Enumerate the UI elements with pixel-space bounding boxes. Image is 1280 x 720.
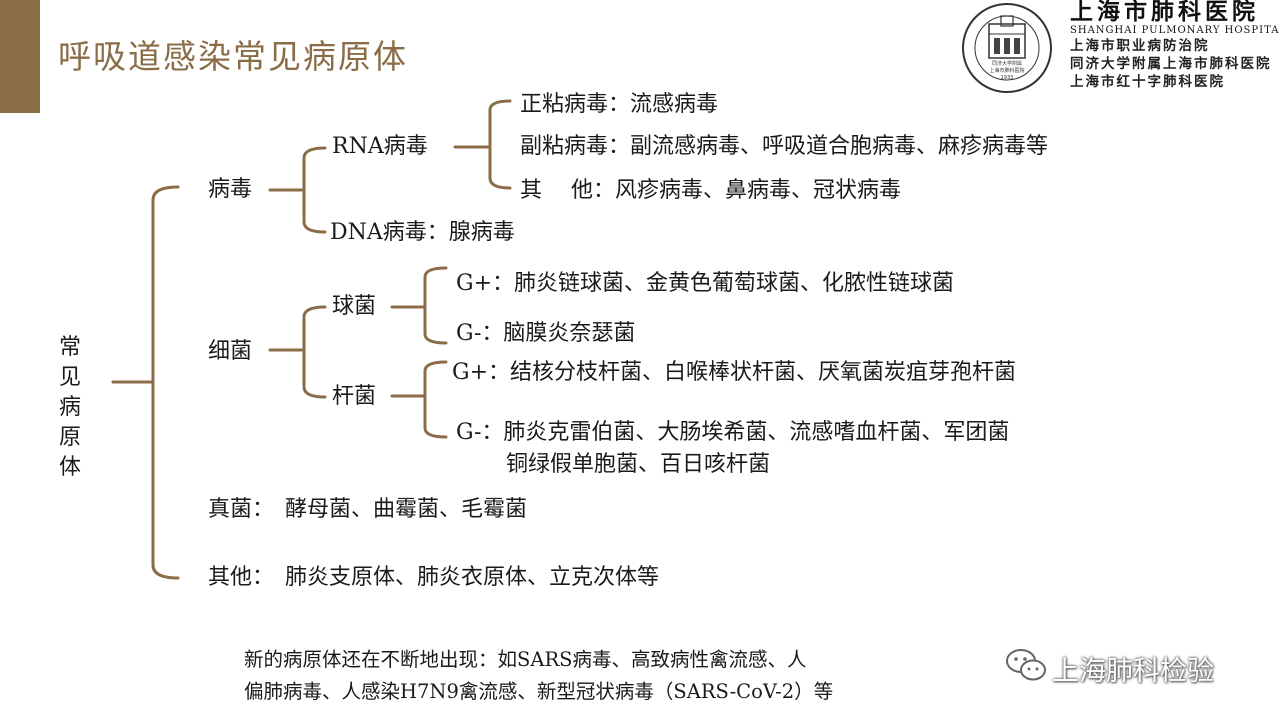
bacteria-node: 细菌 (208, 339, 253, 364)
bacilli-gram-negative-line2: 铜绿假单胞菌、百日咳杆菌 (506, 452, 771, 477)
hospital-english-name: SHANGHAI PULMONARY HOSPITAL (1070, 25, 1280, 36)
hospital-badge-icon: 同济大学附属 上海市肺科医院 1933 (962, 3, 1052, 93)
bacilli-bracket (390, 360, 448, 439)
dna-virus-node: DNA病毒：腺病毒 (330, 220, 515, 245)
rna-item-paramyxo: 副粘病毒：副流感病毒、呼吸道合胞病毒、麻疹病毒等 (520, 134, 1049, 159)
watermark-text: 上海肺科检验 (1052, 656, 1214, 687)
hospital-alias-1: 上海市职业病防治院 (1070, 38, 1210, 54)
badge-inner-line1: 同济大学附属 (992, 60, 1022, 67)
hospital-name: 上海市肺科医院 (1070, 0, 1259, 25)
footnote-line1: 新的病原体还在不断地出现：如SARS病毒、高致病性禽流感、人 (244, 648, 807, 671)
fungi-node: 真菌： 酵母菌、曲霉菌、毛霉菌 (208, 497, 528, 522)
wechat-icon (1006, 649, 1046, 681)
rna-virus-node: RNA病毒 (332, 134, 428, 159)
others-node: 其他： 肺炎支原体、肺炎衣原体、立克次体等 (208, 565, 660, 590)
root-bracket (111, 185, 180, 580)
cocci-gram-negative: G-：脑膜炎奈瑟菌 (456, 321, 636, 346)
virus-bracket (268, 146, 327, 234)
cocci-node: 球菌 (332, 294, 377, 319)
title-accent-bar (0, 0, 40, 113)
hospital-logo: 上海市肺科医院 SHANGHAI PULMONARY HOSPITAL 上海市职… (1070, 0, 1280, 91)
bacteria-bracket (268, 305, 327, 399)
rna-bracket (453, 99, 512, 190)
root-node: 常见病原体 (58, 335, 81, 480)
badge-year: 1933 (1001, 75, 1014, 81)
rna-item-other: 其 他：风疹病毒、鼻病毒、冠状病毒 (520, 178, 901, 203)
bacilli-gram-positive: G+：结核分枝杆菌、白喉棒状杆菌、厌氧菌炭疽芽孢杆菌 (452, 360, 1017, 385)
slide-title: 呼吸道感染常见病原体 (58, 37, 408, 76)
cocci-bracket (390, 266, 448, 345)
cocci-gram-positive: G+：肺炎链球菌、金黄色葡萄球菌、化脓性链球菌 (456, 271, 955, 296)
rna-item-orthomyxo: 正粘病毒：流感病毒 (520, 92, 719, 117)
badge-inner-line2: 上海市肺科医院 (989, 67, 1024, 74)
virus-node: 病毒 (208, 177, 253, 202)
bacilli-node: 杆菌 (332, 384, 377, 409)
hospital-alias-2: 同济大学附属上海市肺科医院 (1070, 56, 1272, 72)
footnote-line2: 偏肺病毒、人感染H7N9禽流感、新型冠状病毒（SARS-CoV-2）等 (244, 680, 834, 703)
hospital-alias-3: 上海市红十字肺科医院 (1070, 74, 1225, 90)
bacilli-gram-negative-line1: G-：肺炎克雷伯菌、大肠埃希菌、流感嗜血杆菌、军团菌 (456, 420, 1010, 445)
